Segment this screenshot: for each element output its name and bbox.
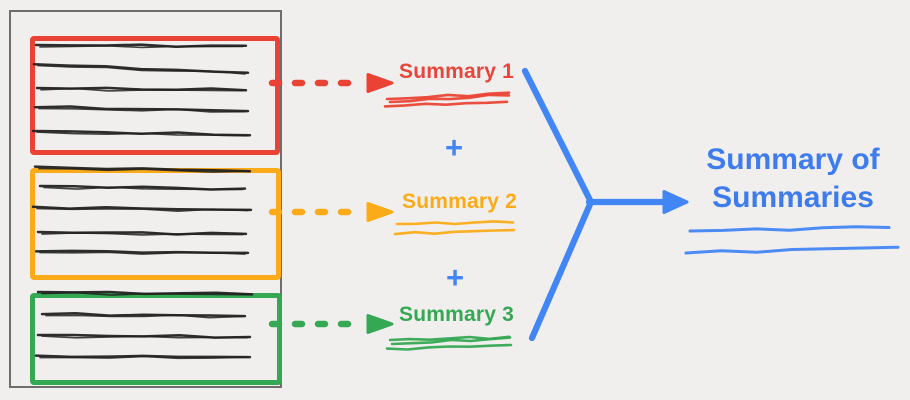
- result-text-scribbles: [684, 225, 900, 255]
- merge-arrow: [521, 67, 689, 342]
- summary-2-label: Summary 2: [402, 190, 518, 213]
- plus-icon: +: [444, 130, 464, 165]
- section-to-summary-arrows: [268, 73, 394, 334]
- document-section-2-box: [30, 168, 281, 280]
- document-section-1-box: [30, 36, 280, 155]
- summary-1-label: Summary 1: [399, 60, 515, 83]
- source-document-panel: [9, 10, 282, 388]
- plus-icon: +: [445, 260, 465, 295]
- document-section-3-box: [30, 293, 282, 385]
- summary-3-label: Summary 3: [399, 303, 515, 326]
- result-label: Summary of Summaries: [706, 143, 880, 214]
